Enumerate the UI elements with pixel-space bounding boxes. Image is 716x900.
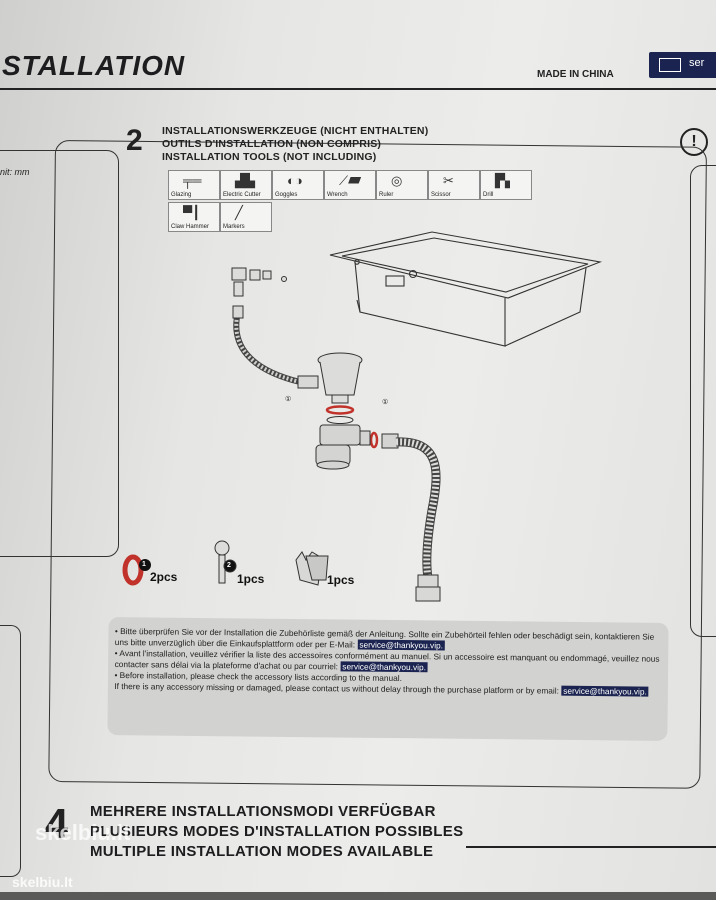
notice-email-en: service@thankyou.vip.: [561, 685, 649, 697]
step4-heading: MEHRERE INSTALLATIONSMODI VERFÜGBAR PLUS…: [90, 802, 463, 862]
goggles-icon: ◐◑: [287, 173, 303, 188]
tool-drill: ▛▖ Drill: [480, 170, 532, 200]
tool-goggles: ◐◑ Goggles: [272, 170, 324, 200]
right-panel-frame: [690, 165, 716, 637]
trap-body-drawing: [315, 424, 399, 470]
step2-heading-fr: OUTILS D'INSTALLATION (NON COMPRIS): [162, 138, 382, 150]
electric-cutter-icon: ▟▙: [235, 173, 255, 188]
left-panel-frame: [0, 150, 119, 557]
watermark-corner: skelbiu.lt: [12, 874, 73, 890]
watermark-center: skelbiu.lt: [35, 820, 131, 845]
hammer-icon: ▀┃: [183, 205, 201, 220]
part-qty-key: 1pcs: [237, 572, 265, 586]
notice-text: • Bitte überprüfen Sie vor der Installat…: [114, 626, 663, 698]
step4-heading-fr: PLUSIEURS MODES D'INSTALLATION POSSIBLES: [90, 823, 464, 840]
tool-label: Claw Hammer: [171, 224, 210, 230]
callout-1a: ①: [285, 396, 292, 403]
step2-number: 2: [126, 124, 143, 157]
page-bottom-shadow: [0, 892, 716, 900]
part-qty-gasket: 2pcs: [150, 570, 178, 584]
tool-label: Scissor: [431, 192, 451, 198]
step4-number: 4: [45, 800, 69, 847]
tool-markers: ╱ Markers: [220, 202, 272, 232]
tool-electric-cutter: ▟▙ Electric Cutter: [220, 170, 272, 200]
step4-heading-en: MULTIPLE INSTALLATION MODES AVAILABLE: [90, 843, 434, 860]
step2-heading-de: INSTALLATIONSWERKZEUGE (NICHT ENTHALTEN): [162, 125, 429, 137]
unit-label: nit: mm: [0, 167, 30, 177]
tool-label: Markers: [223, 224, 245, 230]
callout-1b: ①: [382, 399, 389, 406]
tool-label: Electric Cutter: [223, 192, 261, 198]
tape-measure-icon: ◎: [391, 173, 403, 188]
step4-heading-de: MEHRERE INSTALLATIONSMODI VERFÜGBAR: [90, 803, 436, 820]
notice-email-de: service@thankyou.vip.: [357, 639, 446, 651]
part-qty-gloves: 1pcs: [327, 573, 355, 587]
tool-label: Drill: [483, 192, 494, 198]
step2-heading-en: INSTALLATION TOOLS (NOT INCLUDING): [162, 151, 377, 163]
tool-scissor: ✂ Scissor: [428, 170, 480, 200]
tool-label: Goggles: [275, 192, 298, 198]
part-key-icon: [214, 540, 237, 584]
page-title: STALLATION: [2, 50, 186, 81]
tool-ruler: ◎ Ruler: [376, 170, 428, 200]
left-panel-frame-lower: [0, 625, 21, 877]
made-in-label: MADE IN CHINA: [537, 69, 614, 80]
part-gloves-icon: [295, 551, 329, 586]
scissors-icon: ✂: [443, 173, 454, 188]
step2-heading: INSTALLATIONSWERKZEUGE (NICHT ENTHALTEN)…: [162, 125, 428, 164]
tool-wrench: ⟋▰ Wrench: [324, 170, 376, 200]
tool-claw-hammer: ▀┃ Claw Hammer: [168, 202, 220, 232]
glue-gun-icon: ╤═: [183, 173, 202, 188]
strainer-drawing: [317, 352, 363, 404]
part-number-1: 1: [142, 561, 146, 568]
tool-glazing: ╤═ Glazing: [168, 170, 220, 200]
part-gasket-icon: [122, 554, 151, 586]
overflow-hose-drawing: [232, 305, 319, 389]
email-badge-text: ser: [689, 57, 705, 69]
gasket-drawing: [325, 405, 379, 449]
notice-email-fr: service@thankyou.vip.: [340, 661, 428, 673]
warning-icon: !: [680, 128, 708, 156]
part-number-2: 2: [227, 562, 231, 569]
step4-rule: [466, 846, 716, 848]
tool-label: Glazing: [171, 192, 192, 198]
tool-label: Wrench: [327, 192, 348, 198]
tool-label: Ruler: [379, 192, 394, 198]
overflow-parts-drawing: [231, 267, 287, 297]
envelope-icon: [659, 58, 681, 72]
marker-icon: ╱: [235, 205, 243, 220]
email-badge: ser: [649, 52, 716, 78]
sink-basin-drawing: [329, 231, 603, 347]
drill-icon: ▛▖: [495, 173, 515, 188]
drain-hose-drawing: [395, 437, 441, 602]
wrench-icon: ⟋▰: [339, 173, 362, 188]
header-rule: [0, 88, 716, 90]
